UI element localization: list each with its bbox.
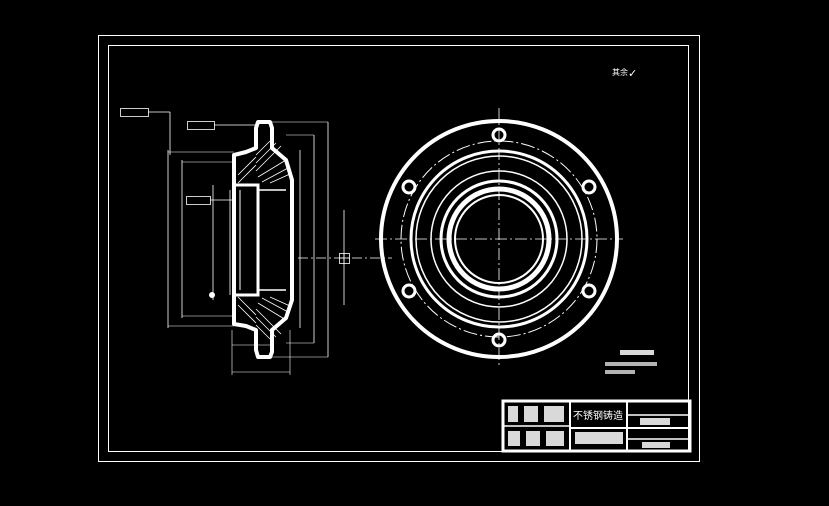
part-name: 不锈钢铸造 [573,409,623,422]
bolt-hole [491,332,507,348]
roughness-label: 其余 [612,67,628,77]
technical-requirements [605,350,657,374]
bolt-hole [581,179,597,195]
roughness-check: ✓ [628,67,637,80]
title-block: 不锈钢铸造 [501,399,692,453]
axis-line [298,210,392,305]
front-view [375,108,623,365]
bolt-hole [491,127,507,143]
section-view [120,108,329,375]
bolt-hole [581,283,597,299]
sheet-border [98,35,700,462]
roughness-note: 其余 ✓ [612,67,637,80]
bolt-hole [401,179,417,195]
bolt-hole [401,283,417,299]
drawing-frame [108,45,689,452]
